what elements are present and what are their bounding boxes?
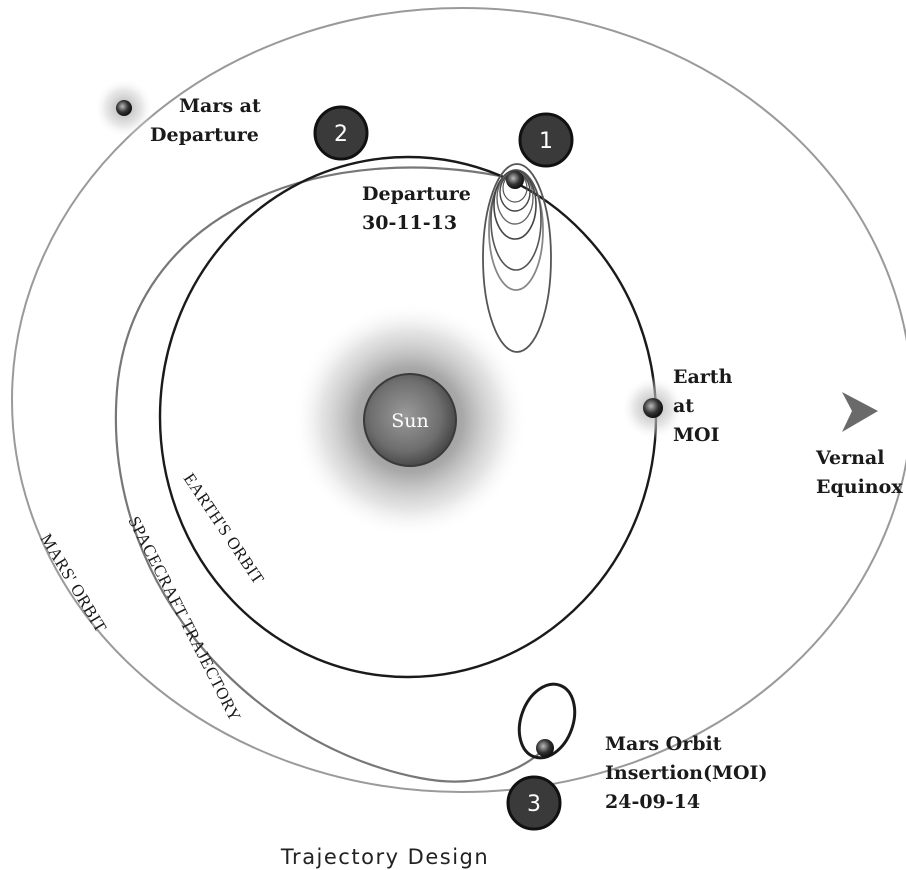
marker-2-label: 2 — [334, 122, 348, 147]
earth-moi-label-2: at — [673, 395, 694, 417]
earth-at-departure — [506, 171, 524, 189]
spacecraft-trajectory — [114, 166, 549, 783]
vernal-label-1: Vernal — [815, 447, 884, 469]
earth-moi-label-3: MOI — [673, 424, 720, 446]
mars-orbit — [11, 7, 906, 793]
moi-date-label: 24-09-14 — [605, 791, 700, 813]
earth-orbit-label: EARTH'S ORBIT — [180, 470, 268, 588]
departure-label-1: Departure — [362, 183, 471, 205]
moi-label-2: Insertion(MOI) — [605, 762, 767, 784]
vernal-label-2: Equinox — [816, 476, 903, 498]
earth-bound-orbits — [482, 163, 552, 353]
moi-label-1: Mars Orbit — [605, 733, 722, 755]
earth-at-moi — [621, 376, 685, 440]
mars-at-moi — [536, 739, 554, 757]
marker-1-label: 1 — [539, 129, 553, 154]
sun: Sun — [292, 302, 528, 538]
vernal-equinox-arrow-icon — [842, 392, 878, 432]
marker-3-label: 3 — [527, 792, 541, 817]
mars-orbit-label: MARS' ORBIT — [37, 530, 111, 636]
marker-1: 1 — [518, 112, 574, 168]
mars-departure-label-2: Departure — [150, 124, 259, 146]
marker-3: 3 — [506, 775, 562, 831]
caption: Trajectory Design — [280, 845, 489, 869]
mars-capture-orbit — [517, 682, 577, 760]
mars-at-departure — [94, 78, 154, 138]
mars-departure-label-1: Mars at — [179, 95, 261, 117]
departure-date-label: 30-11-13 — [362, 212, 457, 234]
earth-moi-label-1: Earth — [673, 366, 733, 388]
marker-2: 2 — [313, 105, 369, 161]
sun-label: Sun — [391, 410, 429, 432]
